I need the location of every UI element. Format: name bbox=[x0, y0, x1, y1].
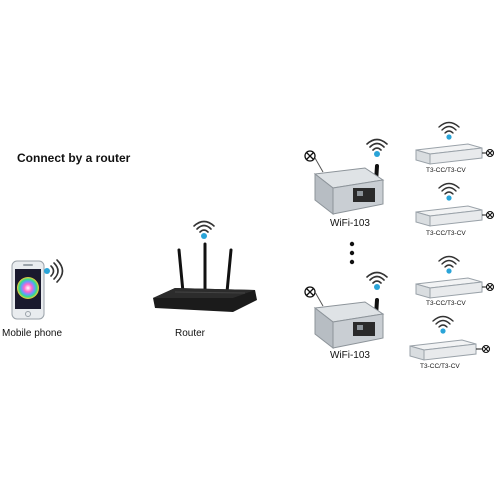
controller-bottom-lamp-icon bbox=[304, 286, 316, 298]
router-label: Router bbox=[174, 328, 205, 339]
controller-bottom bbox=[313, 291, 385, 350]
mobile-phone bbox=[11, 260, 45, 320]
receiver-4-label: T3-CC/T3-CV bbox=[420, 363, 460, 370]
controller-bottom-label: WiFi-103 bbox=[329, 350, 370, 361]
controller-top bbox=[313, 157, 385, 216]
diagram-title: Connect by a router bbox=[17, 151, 131, 165]
controller-bottom-wifi-signal-icon bbox=[366, 271, 388, 290]
router-wifi-signal-icon bbox=[193, 220, 215, 239]
controller-top-lamp-icon bbox=[304, 150, 316, 162]
controller-top-wifi-signal-icon bbox=[366, 138, 388, 157]
receiver-3-label: T3-CC/T3-CV bbox=[426, 300, 466, 307]
receiver-2-label: T3-CC/T3-CV bbox=[426, 230, 466, 237]
router bbox=[153, 242, 257, 312]
receiver-3 bbox=[415, 277, 495, 299]
receiver-1-wifi-signal-icon bbox=[438, 121, 460, 140]
receiver-4-wifi-signal-icon bbox=[432, 315, 454, 334]
receiver-4 bbox=[409, 339, 491, 361]
receiver-1 bbox=[415, 143, 495, 165]
ellipsis-dots-icon bbox=[349, 241, 355, 265]
receiver-2 bbox=[415, 205, 495, 227]
phone-label: Mobile phone bbox=[2, 328, 63, 339]
receiver-2-wifi-signal-icon bbox=[438, 182, 460, 201]
controller-top-label: WiFi-103 bbox=[329, 218, 370, 229]
receiver-3-wifi-signal-icon bbox=[438, 255, 460, 274]
phone-wifi-signal-icon bbox=[44, 259, 64, 283]
receiver-1-label: T3-CC/T3-CV bbox=[426, 167, 466, 174]
